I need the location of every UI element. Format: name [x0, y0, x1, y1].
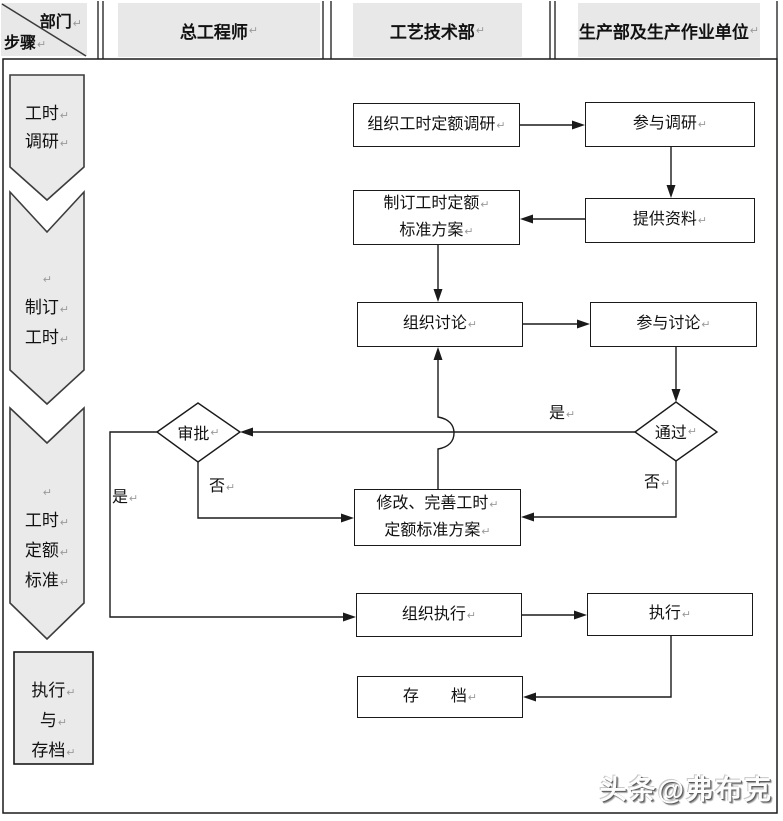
decision-diamond-pass — [633, 401, 719, 462]
corner-diagonal-line — [1, 3, 87, 57]
arrowhead-right-icon — [577, 319, 590, 329]
header-col-production-dept: 生产部及生产作业单位↵ — [578, 3, 760, 57]
step-chevron-research — [9, 74, 85, 202]
header-dividers — [97, 1, 778, 59]
flow-box-organize-research: 组织工时定额调研↵ — [353, 103, 520, 147]
arrowhead-down-icon — [666, 185, 676, 198]
branch-label-approval-yes: 是↵ — [112, 489, 139, 506]
header-col-process-tech-dept: 工艺技术部↵ — [353, 3, 522, 57]
step-label-formulate: ↵ 制订↵ 工时↵ — [24, 274, 70, 347]
arrowhead-left-icon — [523, 692, 536, 702]
connector-modify-to-discussion-with-hop — [437, 360, 455, 489]
return-mark-icon: ↵ — [37, 39, 47, 51]
flow-box-execute: 执行↵ — [587, 593, 753, 636]
connector-execute-to-archive — [536, 636, 672, 698]
header-col-label: 工艺技术部 — [389, 22, 475, 42]
step-chevron-formulate — [9, 189, 85, 406]
arrowhead-left-icon — [240, 427, 253, 437]
branch-label-pass-no: 否↵ — [644, 474, 671, 491]
decision-label-pass: 通过↵ — [654, 425, 698, 442]
connector-pass-no-to-modify — [534, 461, 677, 518]
connector-approval-no-to-modify — [197, 462, 341, 519]
flow-box-organize-execution: 组织执行↵ — [356, 593, 522, 637]
corner-label-step: 步骤↵ — [4, 35, 47, 52]
connector-approval-yes-to-execution — [109, 431, 343, 618]
arrowhead-down-icon — [433, 289, 443, 302]
flow-box-modify-plan: 修改、完善工时↵ 定额标准方案↵ — [354, 489, 521, 546]
branch-label-approval-no: 否↵ — [209, 478, 236, 495]
arrowhead-right-icon — [574, 610, 587, 620]
return-mark-icon: ↵ — [248, 24, 259, 37]
arrowhead-up-icon — [433, 347, 443, 360]
step-rect-archive — [13, 651, 94, 765]
arrowhead-right-icon — [341, 513, 354, 523]
step-chevron-standard — [9, 406, 85, 641]
return-mark-icon: ↵ — [475, 24, 486, 37]
arrowhead-down-icon — [671, 389, 681, 402]
step-label-archive: 执行↵ 与↵ 存档↵ — [31, 681, 76, 760]
header-col-label: 生产部及生产作业单位 — [578, 22, 749, 42]
flow-box-provide-materials: 提供资料↵ — [585, 198, 755, 243]
watermark-text: 头条@弗布克 — [599, 775, 773, 805]
header-col-chief-engineer: 总工程师↵ — [118, 3, 320, 57]
arrowhead-left-icon — [520, 214, 533, 224]
step-label-standard: ↵ 工时↵ 定额↵ 标准↵ — [24, 487, 70, 590]
flow-box-participate-discussion: 参与讨论↵ — [590, 302, 757, 347]
arrowheads — [240, 120, 681, 702]
return-mark-icon: ↵ — [749, 24, 760, 37]
flow-box-archive: 存 档↵ — [357, 676, 523, 718]
flow-box-organize-discussion: 组织讨论↵ — [357, 302, 523, 347]
outer-frame — [2, 58, 778, 814]
arrowhead-right-icon — [572, 120, 585, 130]
return-mark-icon: ↵ — [72, 18, 82, 30]
branch-label-pass-yes: 是↵ — [549, 405, 576, 422]
flow-box-participate-research: 参与调研↵ — [585, 102, 755, 147]
header-corner-cell: 部门↵ 步骤↵ — [1, 3, 87, 56]
connectors — [109, 124, 677, 698]
corner-label-department: 部门↵ — [39, 14, 82, 31]
arrowhead-right-icon — [343, 612, 356, 622]
flow-box-formulate-plan: 制订工时定额↵ 标准方案↵ — [353, 190, 520, 245]
decision-label-approval: 审批↵ — [177, 426, 220, 443]
header-col-label: 总工程师 — [179, 22, 248, 42]
step-label-research: 工时↵ 调研↵ — [24, 104, 70, 151]
arrowhead-left-icon — [521, 512, 534, 522]
